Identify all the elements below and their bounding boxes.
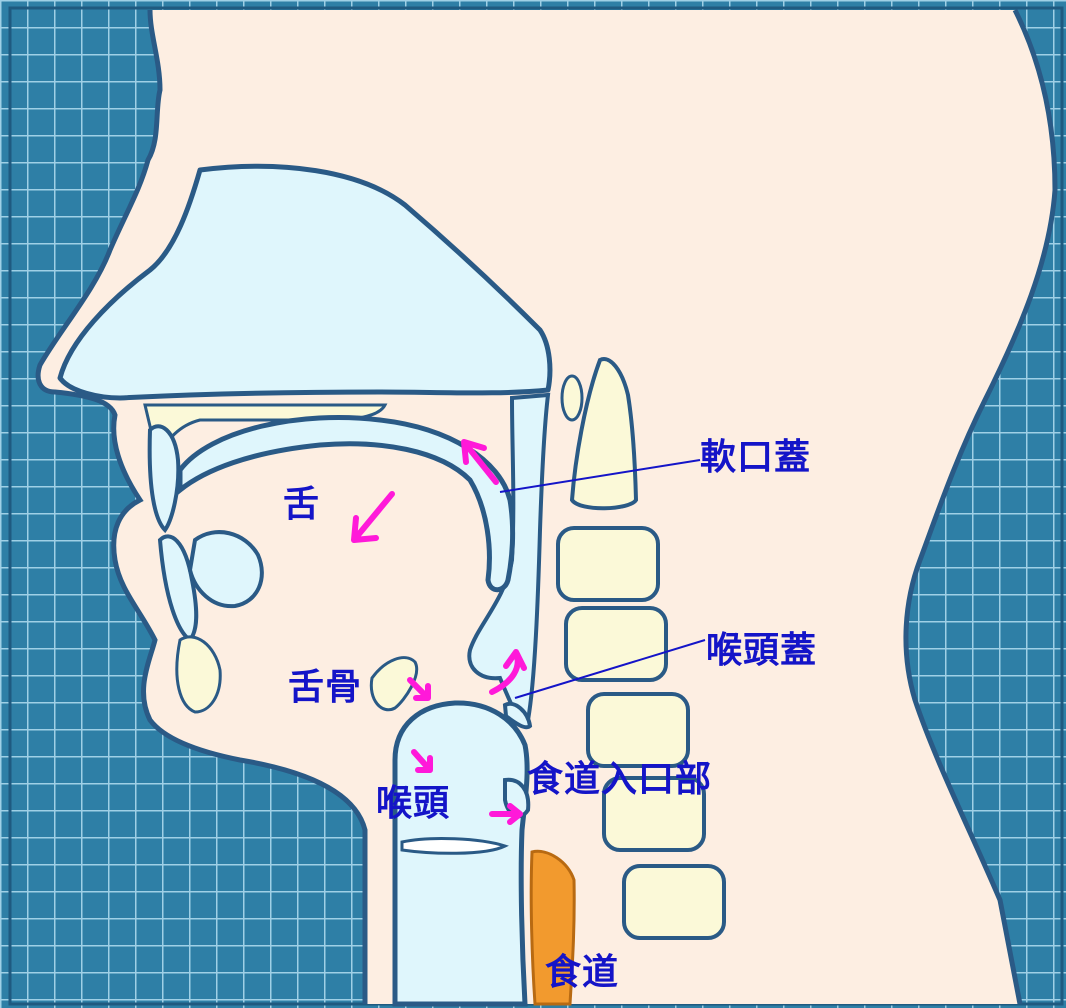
vertebra-c4 [588, 694, 688, 766]
label-epiglottis: 喉頭蓋 [706, 633, 817, 669]
vertebra-c2 [558, 528, 658, 600]
vocal-fold [402, 839, 505, 854]
atlas-vertebra [562, 376, 582, 420]
vertebra-c6 [624, 866, 724, 938]
label-larynx: 喉頭 [376, 786, 450, 822]
label-tongue: 舌 [283, 487, 320, 523]
vertebra-c3 [566, 608, 666, 680]
label-soft-palate: 軟口蓋 [700, 440, 811, 476]
label-hyoid: 舌骨 [288, 670, 362, 706]
label-esophagus: 食道 [545, 955, 619, 991]
label-esophageal-entrance: 食道入口部 [527, 762, 712, 798]
